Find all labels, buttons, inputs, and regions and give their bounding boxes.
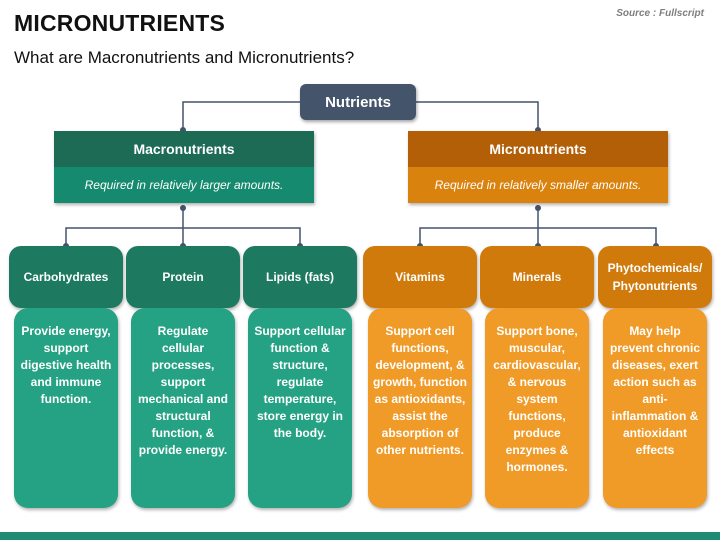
phytochemicals-text: May help prevent chronic diseases, exert… xyxy=(609,324,701,457)
macronutrients-category: Macronutrients Required in relatively la… xyxy=(54,131,314,203)
vitamins-text: Support cell functions, development, & g… xyxy=(373,324,467,457)
micronutrients-description: Required in relatively smaller amounts. xyxy=(408,167,668,203)
minerals-card: Support bone, muscular, cardiovascular, … xyxy=(485,308,589,508)
source-credit: Source : Fullscript xyxy=(616,8,704,19)
vitamins-title: Vitamins xyxy=(363,246,477,308)
minerals-text: Support bone, muscular, cardiovascular, … xyxy=(493,324,581,474)
nutrients-root-node: Nutrients xyxy=(300,84,416,120)
protein-card: Regulate cellular processes, support mec… xyxy=(131,308,235,508)
minerals-title: Minerals xyxy=(480,246,594,308)
carbohydrates-text: Provide energy, support digestive health… xyxy=(20,324,112,406)
protein-text: Regulate cellular processes, support mec… xyxy=(137,324,229,457)
lipids-text: Support cellular function & structure, r… xyxy=(254,324,346,440)
protein-title: Protein xyxy=(126,246,240,308)
lipids-card: Support cellular function & structure, r… xyxy=(248,308,352,508)
lipids-title: Lipids (fats) xyxy=(243,246,357,308)
carbohydrates-card: Provide energy, support digestive health… xyxy=(14,308,118,508)
macronutrients-title: Macronutrients xyxy=(54,131,314,167)
carbohydrates-title: Carbohydrates xyxy=(9,246,123,308)
page-subtitle: What are Macronutrients and Micronutrien… xyxy=(14,48,355,67)
page-title: MICRONUTRIENTS xyxy=(14,10,226,36)
macronutrients-description: Required in relatively larger amounts. xyxy=(54,167,314,203)
connector-root-macro xyxy=(182,101,300,130)
phytochemicals-card: May help prevent chronic diseases, exert… xyxy=(603,308,707,508)
bottom-accent-bar xyxy=(0,532,720,540)
micronutrients-title: Micronutrients xyxy=(408,131,668,167)
phytochemicals-title: Phytochemicals/ Phytonutrients xyxy=(598,246,712,308)
micronutrients-category: Micronutrients Required in relatively sm… xyxy=(408,131,668,203)
connector-root-micro xyxy=(416,101,539,130)
vitamins-card: Support cell functions, development, & g… xyxy=(368,308,472,508)
